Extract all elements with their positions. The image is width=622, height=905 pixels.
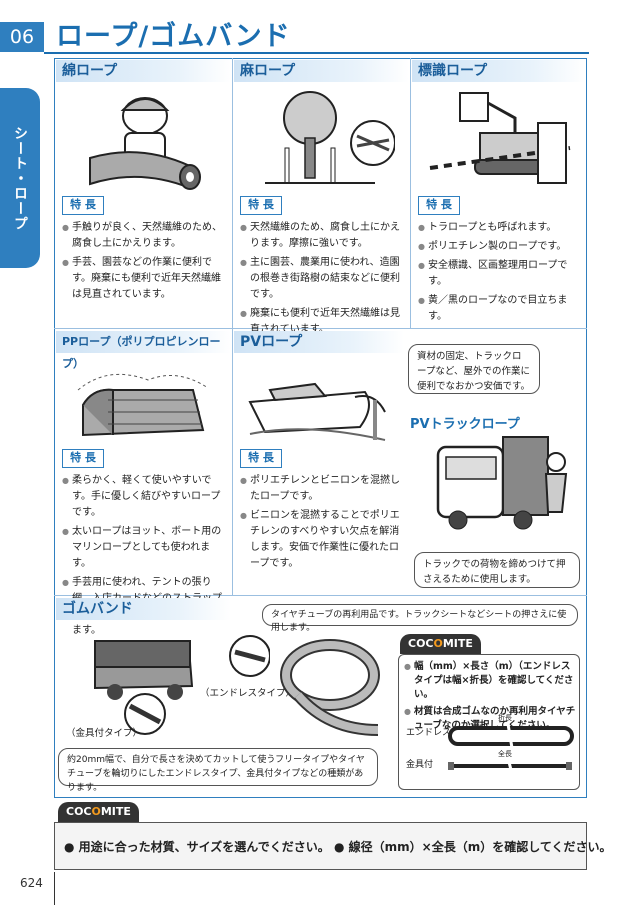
feature-label: 特 長 [62,449,104,468]
feature-item: 太いロープはヨット、ボート用のマリンロープとしても使われます。 [62,524,228,572]
dim-fold-label: 折長 [498,714,512,722]
feature-item: ポリエチレン製のロープです。 [418,239,584,255]
chapter-side-tab[interactable]: シート・ロープ [0,88,40,268]
rubber-band-truck-illustration [94,635,270,735]
sign-rope-illustration [429,92,571,184]
badge-text: COC [66,805,92,818]
pv-rope-title: PVロープ [234,331,404,353]
feature-item: 廃棄にも便利で近年天然繊維は見直されています。 [240,306,406,338]
cocomite-point: 材質は合成ゴムなのか再利用タイヤチューブなのか選択してください。 [404,705,576,733]
badge-text: MITE [442,637,473,650]
dim-full-label: 全長 [498,750,512,758]
feature-item: ビニロンを混撚することでポリエチレンのすべりやすい欠点を解消します。安価で作業性… [240,508,406,572]
bottom-cocomite-badge: COCOMITE [58,802,139,822]
rubber-band-note: 約20mm幅で、自分で長さを決めてカットして使うフリータイプやタイヤチューブを輪… [58,748,378,793]
pv-boat-illustration [248,382,386,441]
pv-truck-title: PVトラックロープ [410,417,520,432]
diagram-metal-label: 金具付 [406,760,434,770]
cotton-rope-title: 綿ロープ [56,60,231,82]
cocomite-point: 幅（mm）×長さ（m）（エンドレスタイプは幅×折長）を確認してください。 [404,660,576,702]
hemp-rope-features: 天然繊維のため、腐食し土にかえります。摩擦に強いです。 主に園芸、農業用に使われ… [240,220,406,341]
band-dimension-diagram [448,723,574,775]
feature-item: 柔らかく、軽くて使いやすいです。手に優しく結びやすいロープです。 [62,473,228,521]
pp-rope-title: PPロープ（ポリプロピレンロープ） [56,331,231,370]
sign-rope-features: トラロープとも呼ばれます。 ポリエチレン製のロープです。 安全標識、区画整理用ロ… [418,220,584,328]
feature-item: ポリエチレンとビニロンを混撚したロープです。 [240,473,406,505]
feature-item: 手芸、園芸などの作業に便利です。廃棄にも便利で近年天然繊維は見直されています。 [62,255,222,303]
bottom-point-text: 線径（mm）×全長（m）を確認してください。 [348,840,612,854]
badge-o: O [91,805,101,818]
grid-divider [410,58,411,328]
bottom-cocomite-bar [54,822,587,870]
grid-divider [232,58,233,595]
grid-divider [54,595,587,596]
feature-item: 手触りが良く、天然繊維のため、腐食し土にかえります。 [62,220,222,252]
rubber-band-top-bubble: タイヤチューブの再利用品です。トラックシートなどシートの押さえに使用します。 [262,604,578,633]
feature-label: 特 長 [62,196,104,215]
feature-item: 安全標識、区画整理用ロープです。 [418,258,584,290]
hemp-rope-title: 麻ロープ [234,60,409,82]
rubber-band-title: ゴムバンド [56,598,231,620]
badge-o: O [433,637,443,650]
feature-label: 特 長 [240,196,282,215]
cotton-rope-illustration [89,97,201,190]
cocomite-points: 幅（mm）×長さ（m）（エンドレスタイプは幅×折長）を確認してください。 材質は… [404,660,576,736]
page-rule [54,872,55,905]
bottom-point-1: ● 用途に合った材質、サイズを選んでください。 [64,840,330,854]
cotton-rope-features: 手触りが良く、天然繊維のため、腐食し土にかえります。 手芸、園芸などの作業に便利… [62,220,222,306]
bottom-point-2: ● 線径（mm）×全長（m）を確認してください。 [334,840,612,854]
badge-text: MITE [100,805,131,818]
page-number: 624 [20,876,43,890]
rubber-band-coil-illustration [280,639,380,736]
feature-label: 特 長 [240,449,282,468]
title-rule [44,52,589,54]
feature-label: 特 長 [418,196,460,215]
badge-text: COC [408,637,434,650]
chapter-number: 06 [0,22,44,52]
pv-rope-bubble: 資材の固定、トラックロープなど、屋外での作業に便利でなおかつ安価です。 [408,344,540,394]
metal-fitting-type-label: （金具付タイプ） [66,728,143,739]
endless-type-label: （エンドレスタイプ） [200,688,296,699]
feature-item: 主に園芸、農業用に使われ、造園の根巻き街路樹の結束などに便利です。 [240,255,406,303]
bottom-point-text: 用途に合った材質、サイズを選んでください。 [78,840,330,854]
catalog-frame [54,58,587,798]
pp-rope-illustration [77,373,209,437]
page-title: ロープ/ゴムバンド [56,21,291,52]
pv-rope-features: ポリエチレンとビニロンを混撚したロープです。 ビニロンを混撚することでポリエチレ… [240,473,406,575]
feature-item: トラロープとも呼ばれます。 [418,220,584,236]
feature-item: 天然繊維のため、腐食し土にかえります。摩擦に強いです。 [240,220,406,252]
pv-truck-illustration [436,436,568,530]
diagram-endless-label: エンドレス [406,728,452,738]
sign-rope-title: 標識ロープ [412,60,585,82]
cocomite-badge: COCOMITE [400,634,481,654]
feature-item: 黄／黒のロープなので目立ちます。 [418,293,584,325]
hemp-rope-illustration [265,91,395,184]
pv-truck-bubble: トラックでの荷物を締めつけて押さえるために使用します。 [414,552,580,588]
